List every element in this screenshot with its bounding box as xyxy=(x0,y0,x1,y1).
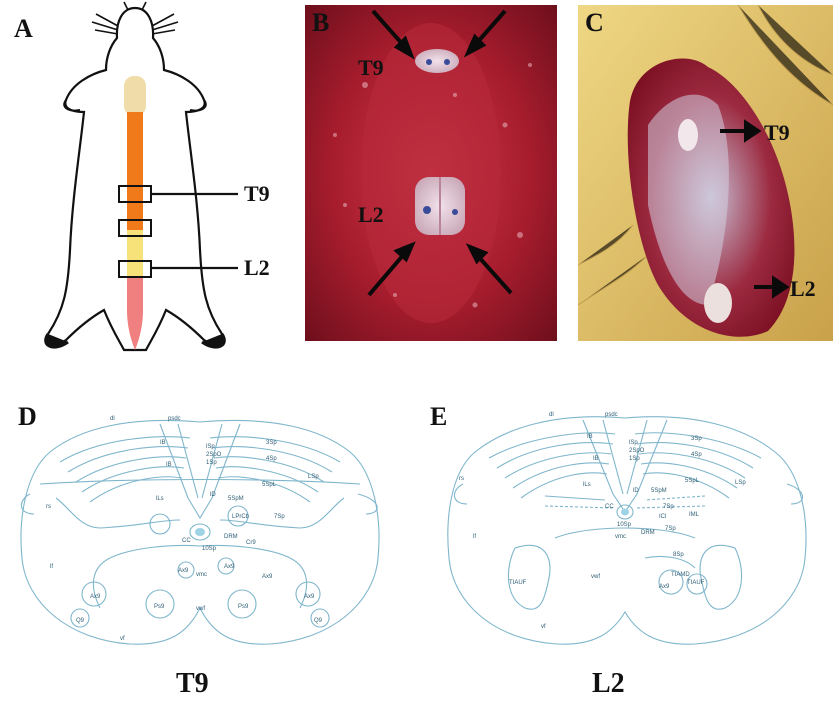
l2-lbl: 5SpM xyxy=(651,488,667,494)
l2-lbl: 8Sp xyxy=(673,552,684,558)
t9-lbl: Ax9 xyxy=(178,568,189,574)
l2-lbl: 3Sp xyxy=(691,436,702,442)
atlas-t9: dl psdc lSp 2SpO 1Sp 3Sp 4Sp 5SpL LSp IB… xyxy=(10,408,390,658)
l2-lbl: 7Sp xyxy=(663,504,674,510)
t9-lbl: 5SpM xyxy=(228,496,244,502)
t9-lbl: vmc xyxy=(196,572,207,578)
photo-b xyxy=(305,5,557,341)
l2-lbl: vf xyxy=(541,624,546,630)
t9-lbl: dl xyxy=(110,416,115,422)
l2-lbl: DRM xyxy=(641,530,655,536)
t9-lbl: 5SpL xyxy=(262,482,277,488)
t9-lbl: CC xyxy=(182,538,191,544)
t9-lbl: rs xyxy=(46,504,51,510)
l2-lbl: 10Sp xyxy=(617,522,632,528)
l2-lbl: 1Sp xyxy=(629,456,640,462)
l2-lbl: lf xyxy=(473,534,476,540)
t9-lbl: psdc xyxy=(168,416,181,422)
l2-lbl: lSp xyxy=(629,440,638,446)
cord-cervical xyxy=(124,76,146,116)
schematic-label-t9: T9 xyxy=(244,181,270,207)
l2-cord-outline xyxy=(448,417,806,644)
l2-lbl: lLs xyxy=(583,482,591,488)
l2-lbl: 7Sp xyxy=(665,526,676,532)
t9-lbl: 4Sp xyxy=(266,456,277,462)
cord-thoracic xyxy=(127,112,143,230)
t9-lbl: lD xyxy=(210,492,216,498)
l2-lbl: vmc xyxy=(615,534,626,540)
l2-central-canal xyxy=(621,509,629,516)
l2-lbl: Ax9 xyxy=(659,584,670,590)
l2-lbl: CC xyxy=(605,504,614,510)
t9-lbl: 10Sp xyxy=(202,546,217,552)
t9-lbl: Ps9 xyxy=(238,604,249,610)
t9-lbl: IB xyxy=(160,440,166,446)
l2-lbl: TIAUF xyxy=(509,580,527,586)
t9-exposure xyxy=(415,49,459,73)
cord-lumbar xyxy=(127,230,143,278)
t9-lbl: DRM xyxy=(224,534,238,540)
t9-lbl: Cr9 xyxy=(246,540,256,546)
t9-lbl: 2SpO xyxy=(206,452,222,458)
t9-lbl: Ax9 xyxy=(304,594,315,600)
photo-b-label-t9: T9 xyxy=(358,55,384,81)
l2-lbl: TIAMD xyxy=(671,572,690,578)
l2-lbl: TIAUF xyxy=(687,580,705,586)
atlas-l2: dl psdc lSp 2SpO 1Sp 3Sp 4Sp 5SpL LSp IB… xyxy=(445,408,815,658)
t9-lbl: LPrCb xyxy=(232,514,250,520)
t9-lbl: lSp xyxy=(206,444,215,450)
t9-lbl: LSp xyxy=(308,474,319,480)
l2-lbl: LSp xyxy=(735,480,746,486)
l2-lbl: 2SpO xyxy=(629,448,645,454)
panel-b-letter: B xyxy=(312,8,329,38)
t9-atlas-labels: dl psdc lSp 2SpO 1Sp 3Sp 4Sp 5SpL LSp IB… xyxy=(46,416,323,642)
mouse-schematic xyxy=(0,0,290,360)
photo-b-label-l2: L2 xyxy=(358,202,384,228)
t9-lbl: Ax9 xyxy=(262,574,273,580)
photo-c-label-t9: T9 xyxy=(764,120,790,146)
l2-lbl: dl xyxy=(549,412,554,418)
t9-lbl: 7Sp xyxy=(274,514,285,520)
t9-lbl: Ax9 xyxy=(90,594,101,600)
t9-lbl: IB xyxy=(166,462,172,468)
l2-lbl: rs xyxy=(459,476,464,482)
t9-lbl: lf xyxy=(50,564,53,570)
l2-lbl: ICl xyxy=(659,514,666,520)
l2-lbl: lD xyxy=(633,488,639,494)
t9-lbl: 3Sp xyxy=(266,440,277,446)
photo-c-label-l2: L2 xyxy=(790,276,816,302)
caption-e: L2 xyxy=(592,668,625,700)
l2-lbl: IML xyxy=(689,512,700,518)
t9-lbl: Q9 xyxy=(76,618,85,624)
l2-lbl: 5SpL xyxy=(685,478,700,484)
t9-lbl: Ax9 xyxy=(224,564,235,570)
t9-lbl: 1Sp xyxy=(206,460,217,466)
t9-lbl: vf xyxy=(120,636,125,642)
t9-lbl: lLs xyxy=(156,496,164,502)
t9-lbl: Ps9 xyxy=(154,604,165,610)
l2-atlas-labels: dl psdc lSp 2SpO 1Sp 3Sp 4Sp 5SpL LSp IB… xyxy=(459,412,746,630)
t9-central-canal xyxy=(195,528,205,536)
l2-lbl: psdc xyxy=(605,412,618,418)
caption-d: T9 xyxy=(176,668,209,700)
panel-c-letter: C xyxy=(585,8,604,38)
l2-lbl: vwf xyxy=(591,574,600,580)
t9-lbl: vwf xyxy=(196,606,205,612)
l2-lbl: IB xyxy=(587,434,593,440)
l2-lbl: IB xyxy=(593,456,599,462)
schematic-label-l2: L2 xyxy=(244,255,270,281)
l2-lbl: 4Sp xyxy=(691,452,702,458)
t9-lbl: Q9 xyxy=(314,618,323,624)
